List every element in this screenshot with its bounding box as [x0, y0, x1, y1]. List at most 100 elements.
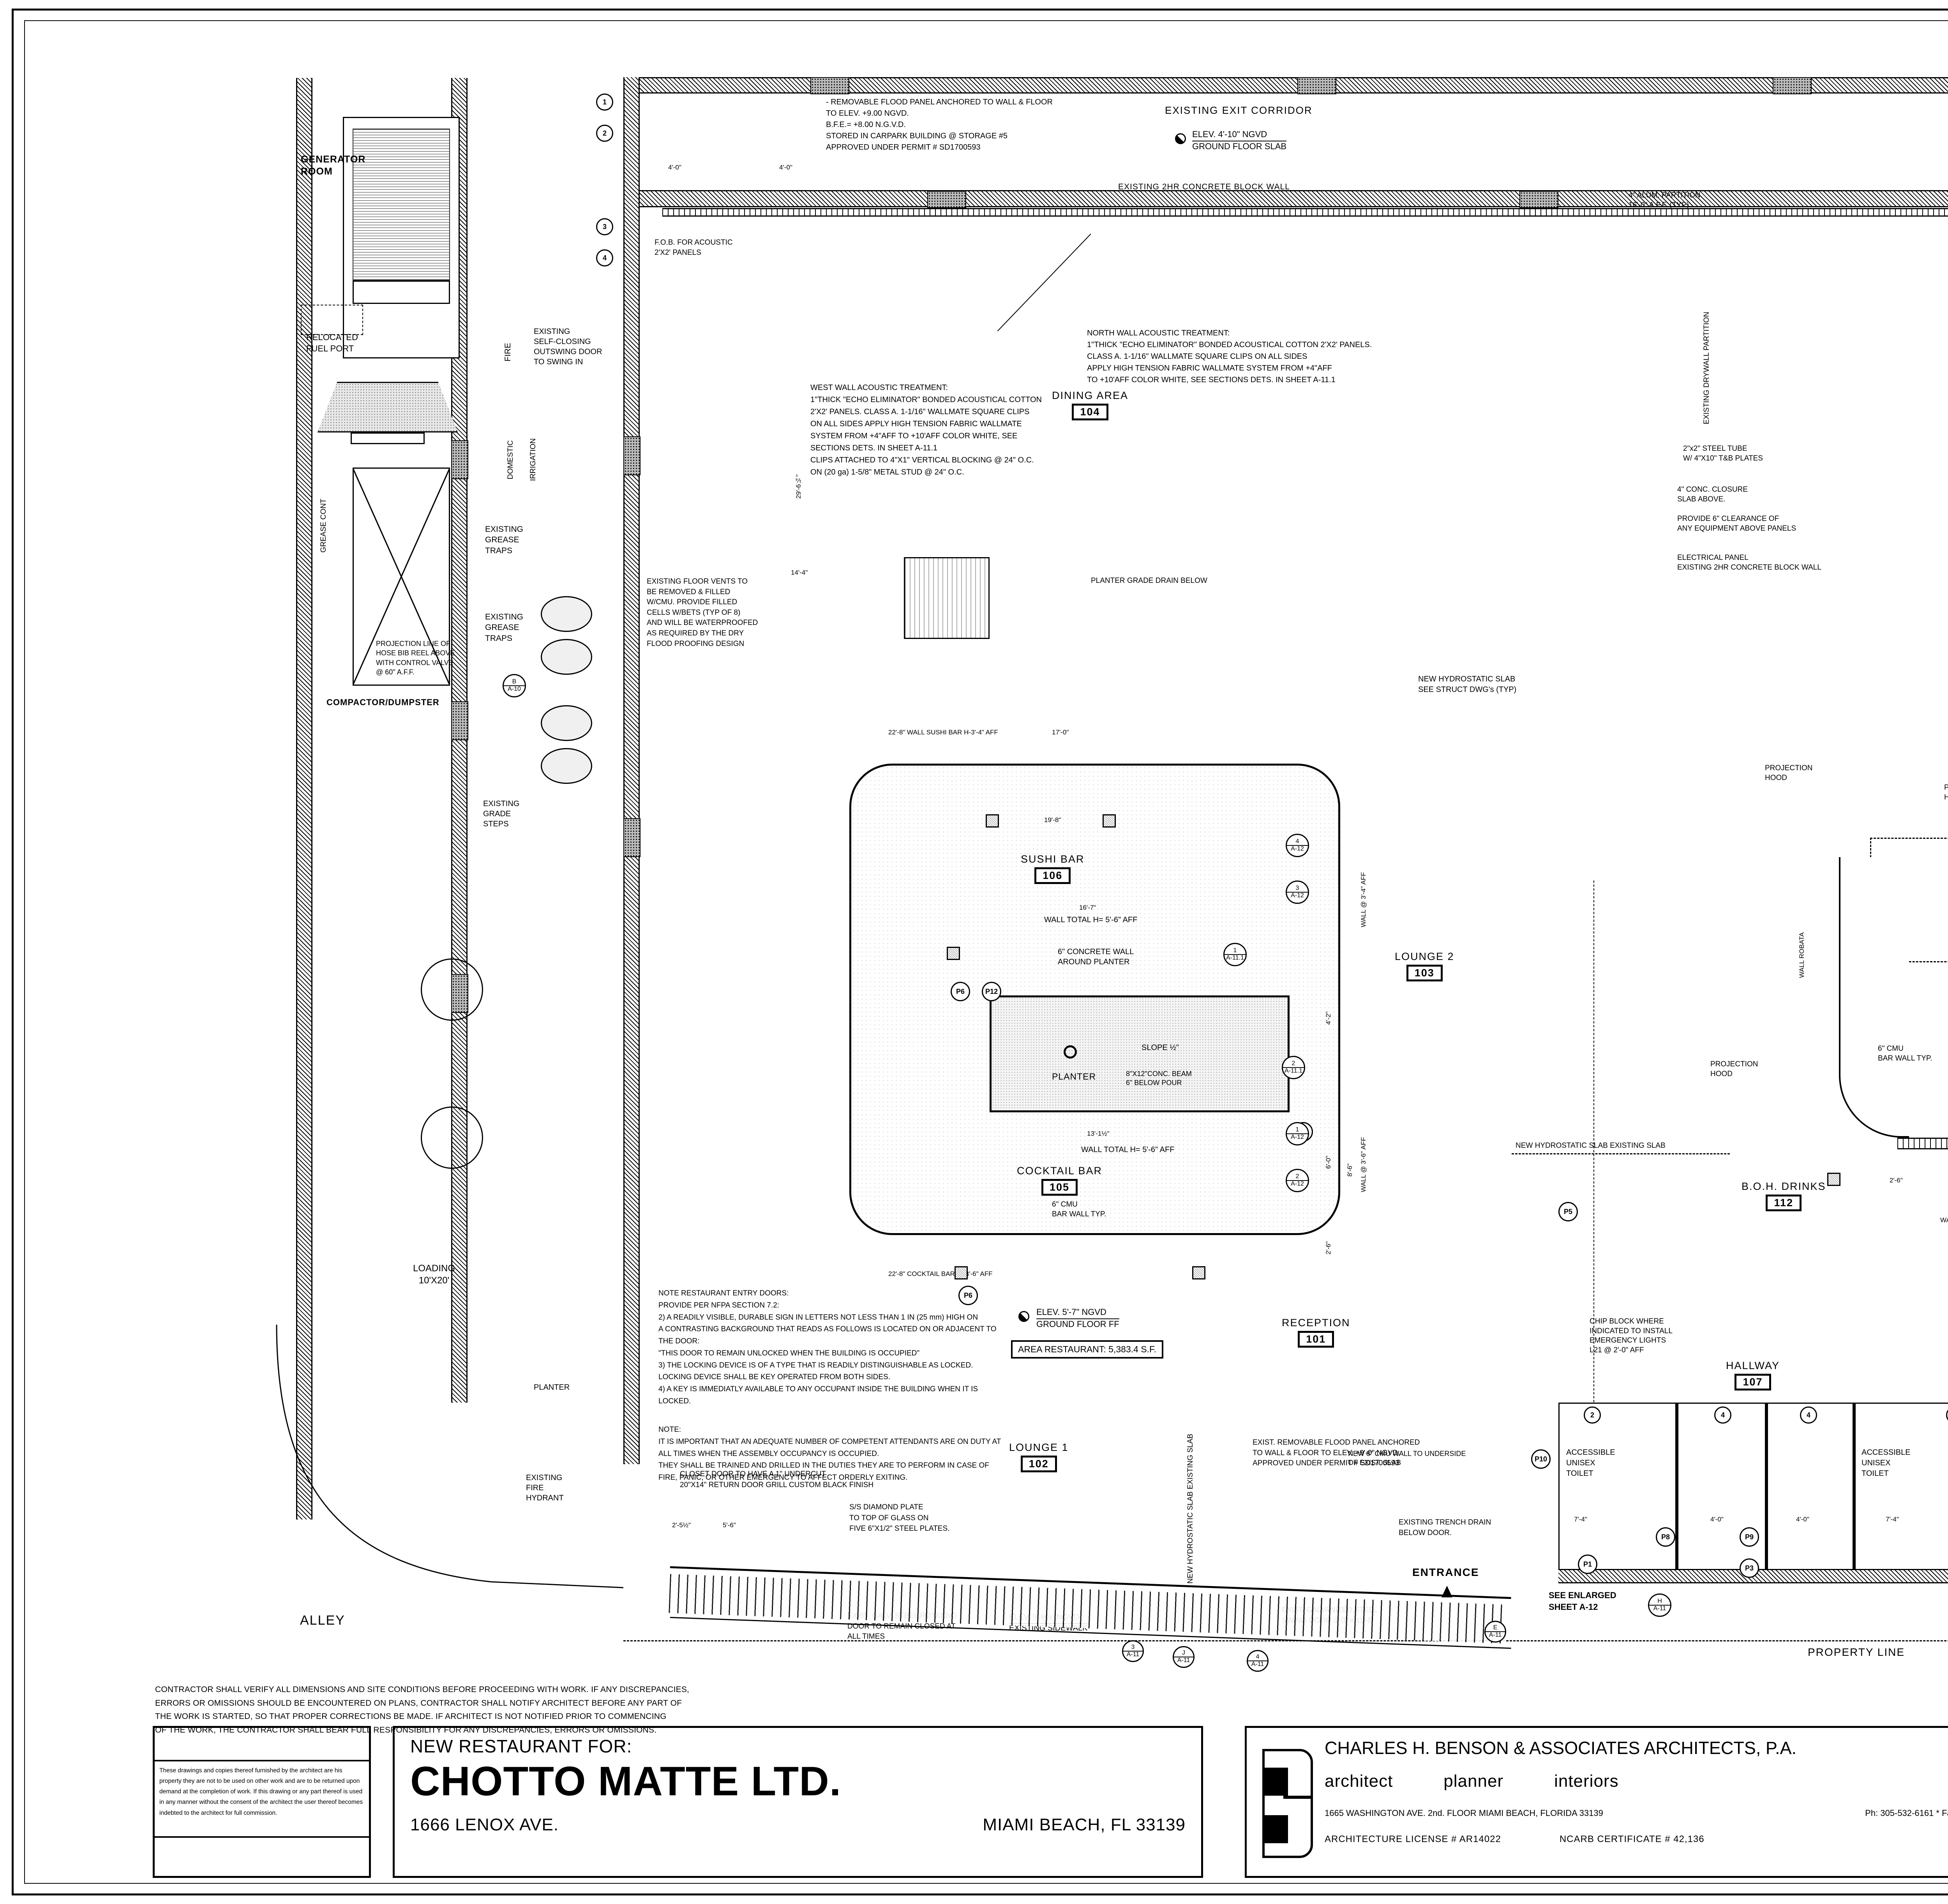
- ss-diamond-plate-note: S/S DIAMOND PLATE TO TOP OF GLASS ON FIV…: [849, 1503, 950, 1533]
- corridor-elev: ELEV. 4'-10" NGVD: [1192, 129, 1267, 139]
- firm-name: CHARLES H. BENSON & ASSOCIATES ARCHITECT…: [1325, 1738, 1797, 1758]
- door-bubble-1: 1: [596, 94, 613, 111]
- dim-entry-2: 2'-5½": [672, 1521, 691, 1529]
- alley-label: ALLEY: [300, 1613, 345, 1628]
- bar-assembly-outline: [849, 764, 1340, 1235]
- floor-sink-4: [955, 1266, 968, 1279]
- room-tag-cocktail-bar: COCKTAIL BAR 105: [1017, 1165, 1102, 1196]
- flood-panel-entry-note: EXIST. REMOVABLE FLOOD PANEL ANCHORED TO…: [1253, 1438, 1420, 1468]
- concrete-column-1: [451, 440, 468, 479]
- new-8-cmu-wall-note: NEW 8" CMU WALL TO UNDERSIDE OF EXIST. S…: [1348, 1450, 1466, 1467]
- partition-bubble-p10: P10: [1531, 1449, 1551, 1469]
- loading-circle-2: [421, 1106, 483, 1169]
- corridor-elev-symbol: [1175, 133, 1186, 144]
- compactor-dumpster-label: COMPACTOR/DUMPSTER: [326, 697, 439, 707]
- dim-sushi-bar-len: 19'-8": [1044, 816, 1061, 824]
- sushi-bar-wall-total: WALL TOTAL H= 5'-6" AFF: [1044, 916, 1138, 924]
- slope-note: SLOPE ½": [1142, 1043, 1179, 1052]
- relocated-fuel-port-label: RELOCATED FUEL PORT: [306, 332, 358, 353]
- partition-bubble-p3b: P3: [1740, 1558, 1759, 1578]
- floor-sink-11: [1827, 1173, 1840, 1186]
- area-restaurant-box: AREA RESTAURANT: 5,383.4 S.F.: [1011, 1340, 1163, 1359]
- accessible-unisex-toilet-label-1: ACCESSIBLE UNISEX TOILET: [1566, 1448, 1615, 1478]
- room-tag-dining-area: DINING AREA 104: [1052, 390, 1128, 420]
- contractor-general-note: CONTRACTOR SHALL VERIFY ALL DIMENSIONS A…: [155, 1685, 690, 1735]
- cocktail-bar-wall-total: WALL TOTAL H= 5'-6" AFF: [1081, 1145, 1175, 1154]
- corridor-elev-tag: ELEV. 4'-10" NGVD GROUND FLOOR SLAB: [1192, 129, 1287, 152]
- room-name-boh-drinks: B.O.H. DRINKS: [1742, 1181, 1826, 1192]
- accessible-unisex-toilet-label-2: ACCESSIBLE UNISEX TOILET: [1862, 1448, 1911, 1478]
- partition-bubble-p5: P5: [1558, 1202, 1578, 1221]
- floor-sink-2: [1103, 814, 1116, 828]
- existing-grease-traps-label-1: EXISTING GREASE TRAPS: [485, 525, 524, 555]
- concrete-column-4: [623, 436, 641, 475]
- project-title-box: NEW RESTAURANT FOR: CHOTTO MATTE LTD. 16…: [393, 1726, 1203, 1878]
- toilet-divider-1: [1675, 1403, 1678, 1570]
- corridor-elev-sub: GROUND FLOOR SLAB: [1192, 141, 1287, 151]
- attendants-note: NOTE: IT IS IMPORTANT THAT AN ADEQUATE N…: [658, 1426, 1001, 1482]
- client-name: CHOTTO MATTE LTD.: [410, 1758, 842, 1804]
- toilet-divider-3: [1853, 1403, 1856, 1570]
- dim-top-4: 17'-0": [1052, 729, 1069, 736]
- dim-toilet-2: 4'-0": [1710, 1516, 1724, 1523]
- room-name-reception: RECEPTION: [1282, 1317, 1350, 1329]
- domestic-label: DOMESTIC: [506, 440, 515, 480]
- property-line-graphic: [623, 1640, 1948, 1641]
- cmu-bar-wall-note-1: 6" CMU BAR WALL TYP.: [1052, 1200, 1106, 1218]
- dim-toilet-4: 7'-4": [1886, 1516, 1899, 1523]
- existing-fire-hydrant-label: EXISTING FIRE HYDRANT: [526, 1473, 564, 1502]
- firm-service-interiors: interiors: [1554, 1772, 1619, 1791]
- cmu-bar-wall-note-2: 6" CMU BAR WALL TYP.: [1878, 1045, 1932, 1062]
- robata-bar-wall-curve: [1839, 857, 1909, 1138]
- copyright-note: These drawings and copies thereof furnis…: [159, 1767, 363, 1816]
- dim-sushi-bar-len2: 16'-7": [1079, 904, 1096, 911]
- concrete-column-8: [1773, 77, 1812, 94]
- sheet-border-outer: [12, 9, 1948, 1895]
- ground-floor-elev: ELEV. 5'-7" NGVD: [1036, 1307, 1106, 1317]
- partition-bubble-p6a: P6: [951, 982, 970, 1001]
- firm-phone: Ph: 305-532-6161 * Fax: 305-532-6151: [1865, 1808, 1948, 1818]
- existing-exit-corridor-label: EXISTING EXIT CORRIDOR: [1165, 104, 1313, 116]
- electrical-panel-note: ELECTRICAL PANEL EXISTING 2HR CONCRETE B…: [1677, 554, 1821, 572]
- planter-pob-symbol: [1064, 1045, 1077, 1059]
- ground-floor-elev-symbol: [1018, 1311, 1029, 1322]
- firm-service-architect: architect: [1325, 1772, 1393, 1791]
- concrete-column-9: [927, 191, 966, 208]
- north-wall-acoustic-note: NORTH WALL ACOUSTIC TREATMENT: 1"THICK "…: [1087, 329, 1372, 384]
- entrance-label: ENTRANCE: [1412, 1566, 1479, 1578]
- emergency-lights-note: CHIP BLOCK WHERE INDICATED TO INSTALL EM…: [1590, 1317, 1673, 1355]
- firm-service-planner: planner: [1443, 1772, 1504, 1791]
- dim-cocktail-bar-len: 13'-1½": [1087, 1130, 1110, 1137]
- loading-circle-1: [421, 958, 483, 1021]
- exhaust-hood: [318, 382, 458, 432]
- wall-north-acoustic: [662, 208, 1948, 217]
- partition-bubble-p9b: P9: [1740, 1527, 1759, 1547]
- room-number-cocktail-bar: 105: [1041, 1179, 1078, 1196]
- architect-firm-box: CHARLES H. BENSON & ASSOCIATES ARCHITECT…: [1245, 1726, 1948, 1878]
- project-city: MIAMI BEACH, FL 33139: [983, 1815, 1186, 1834]
- generator-base: [353, 281, 450, 304]
- existing-drywall-partition-note: EXISTING DRYWALL PARTITION: [1703, 312, 1711, 424]
- new-hydrostatic-slab-note: NEW HYDROSTATIC SLAB SEE STRUCT DWG's (T…: [1418, 675, 1517, 694]
- robata-bar-counter: [1897, 1138, 1948, 1149]
- door-bubble-4: 4: [596, 249, 613, 266]
- dim-wall-sushi-bar: 22'-8" WALL SUSHI BAR H-3'-4" AFF: [888, 729, 998, 736]
- grease-trap-2: [541, 639, 592, 675]
- project-address: 1666 LENOX AVE.: [410, 1815, 559, 1834]
- room-tag-lounge-2: LOUNGE 2 103: [1395, 951, 1454, 981]
- grease-trap-1: [541, 596, 592, 632]
- room-tag-lounge-1: LOUNGE 1 102: [1009, 1442, 1069, 1472]
- conc-wall-planter-note: 6" CONCRETE WALL AROUND PLANTER: [1058, 948, 1134, 966]
- dim-entry-1: 5'-6": [723, 1521, 736, 1529]
- dim-robata-3: 2'-6": [1890, 1177, 1903, 1184]
- alley-curve: [276, 1325, 623, 1588]
- room-name-sushi-bar: SUSHI BAR: [1021, 853, 1085, 865]
- dim-top-1: 4'-0": [668, 164, 681, 171]
- dim-wall-at-210: WALL @ 2'-10" AFF: [1940, 1216, 1948, 1224]
